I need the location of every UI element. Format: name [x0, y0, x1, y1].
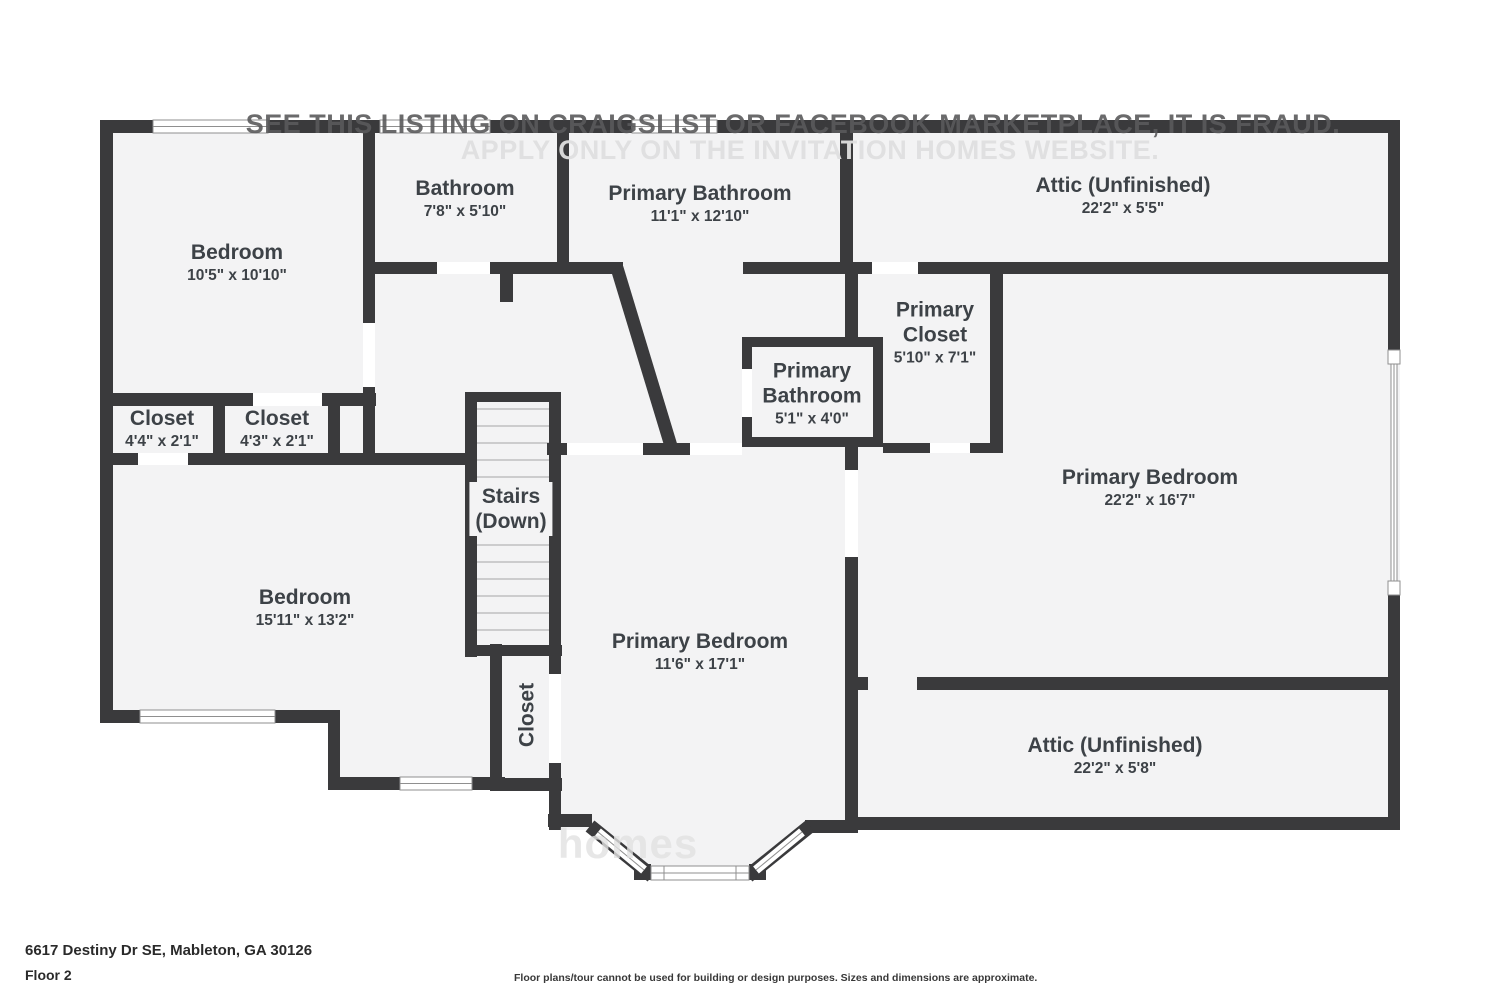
- room-dims: 4'3" x 2'1": [240, 433, 314, 450]
- room-name: Attic (Unfinished): [1035, 174, 1211, 197]
- room-dims: 5'1" x 4'0": [775, 410, 849, 428]
- room-name: Closet: [244, 407, 310, 430]
- room-dims: 22'2" x 16'7": [1104, 492, 1196, 509]
- room-label-bedroom-top-left: Bedroom 10'5" x 10'10": [187, 240, 287, 286]
- room-label-primary-bathroom-main: Primary Bathroom 11'1" x 12'10": [608, 181, 791, 227]
- room-label-bathroom: Bathroom 7'8" x 5'10": [415, 176, 514, 222]
- room-name: Closet: [515, 682, 539, 748]
- room-label-primary-bedroom-right: Primary Bedroom 22'2" x 16'7": [1062, 465, 1238, 511]
- room-name: Closet: [129, 407, 195, 430]
- room-dims: 7'8" x 5'10": [423, 203, 507, 220]
- room-dims: 22'2" x 5'8": [1073, 760, 1157, 777]
- room-dims: 4'4" x 2'1": [125, 433, 199, 450]
- room-label-primary-bathroom-small: Primary Bathroom 5'1" x 4'0": [749, 359, 875, 430]
- room-dims: 15'11" x 13'2": [255, 612, 355, 629]
- room-label-closet-left: Closet 4'4" x 2'1": [125, 406, 199, 452]
- room-dims: 11'6" x 17'1": [654, 656, 746, 673]
- room-name: Primary Bedroom: [611, 630, 789, 653]
- door-openings: [138, 262, 970, 763]
- walls: [100, 120, 1400, 880]
- room-dims: 22'2" x 5'5": [1081, 200, 1165, 217]
- windows: [139, 119, 1401, 881]
- floor-number-label: Floor 2: [25, 967, 72, 983]
- room-name: Bathroom: [415, 177, 515, 200]
- watermark-homes-logo: homes: [558, 820, 698, 867]
- room-label-primary-closet: Primary Closet 5'10" x 7'1": [872, 298, 998, 369]
- room-label-primary-bedroom-middle: Primary Bedroom 11'6" x 17'1": [612, 629, 788, 675]
- room-label-attic-top: Attic (Unfinished) 22'2" x 5'5": [1036, 173, 1211, 219]
- room-name: Primary Bedroom: [1061, 466, 1239, 489]
- room-label-attic-bottom: Attic (Unfinished) 22'2" x 5'8": [1028, 733, 1203, 779]
- room-name: Primary Bathroom: [762, 359, 862, 408]
- room-name: Stairs: [481, 485, 541, 508]
- room-dims: (Down): [475, 510, 547, 533]
- room-name: Bedroom: [258, 586, 352, 609]
- room-name: Primary Bathroom: [608, 182, 792, 205]
- room-name: Bedroom: [190, 241, 284, 264]
- room-name: Attic (Unfinished): [1027, 734, 1203, 757]
- room-name: Primary Closet: [895, 298, 975, 347]
- room-dims: 5'10" x 7'1": [893, 349, 977, 367]
- room-dims: 11'1" x 12'10": [650, 208, 750, 225]
- room-dims: 10'5" x 10'10": [187, 267, 287, 284]
- room-label-closet-right: Closet 4'3" x 2'1": [240, 406, 314, 452]
- room-label-bedroom-bottom-left: Bedroom 15'11" x 13'2": [256, 585, 355, 631]
- room-label-stairs: Stairs (Down): [469, 482, 553, 536]
- disclaimer-text: Floor plans/tour cannot be used for buil…: [514, 972, 1038, 984]
- room-label-closet-vertical: Closet: [515, 683, 540, 747]
- watermark-fraud-line2: APPLY ONLY ON THE INVITATION HOMES WEBSI…: [461, 135, 1160, 165]
- watermark-fraud-line1: SEE THIS LISTING ON CRAIGSLIST OR FACEBO…: [246, 109, 1341, 139]
- address-text: 6617 Destiny Dr SE, Mableton, GA 30126: [25, 942, 313, 959]
